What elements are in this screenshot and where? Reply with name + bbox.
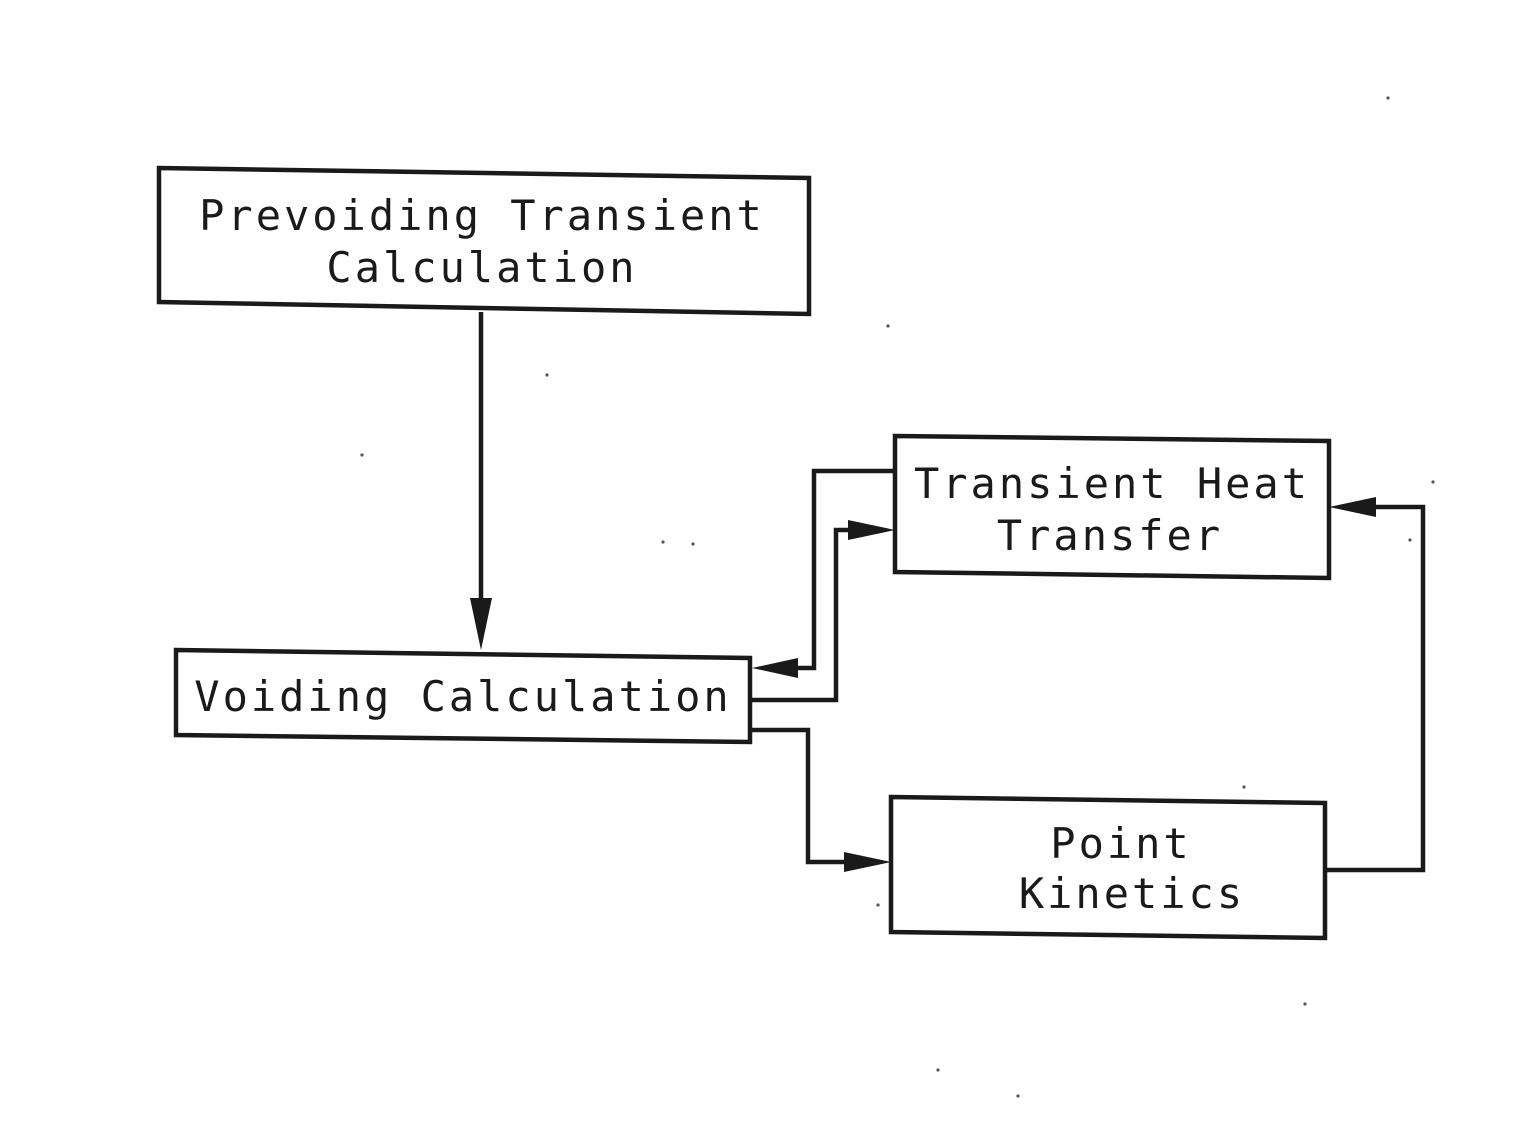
node-box: [892, 433, 1332, 581]
arrowhead-right: [848, 520, 895, 540]
scan-speck: [661, 540, 665, 544]
scan-speck: [876, 903, 880, 907]
edge-voiding-to-point-kinetics: [750, 727, 852, 865]
node-box: [888, 794, 1328, 941]
edge-point-kinetics-to-heat-transfer: [1325, 504, 1426, 873]
scan-speck: [1016, 1094, 1020, 1098]
scan-speck: [1242, 785, 1246, 789]
node-prevoiding-transient-calculation: Prevoiding Transient Calculation: [156, 165, 812, 317]
scan-speck: [360, 453, 364, 457]
scan-speck: [1386, 96, 1390, 100]
arrowhead-left: [1329, 497, 1376, 517]
node-point-kinetics: Point Kinetics: [888, 794, 1328, 941]
scan-speck: [545, 373, 549, 377]
node-label-line-2: Calculation: [326, 243, 637, 292]
node-voiding-calculation: Voiding Calculation: [173, 647, 753, 745]
arrowhead-right: [844, 852, 891, 872]
scan-speck: [936, 1068, 940, 1072]
edge-heat-transfer-to-voiding: [790, 468, 895, 671]
node-label-line-2: Transfer: [997, 511, 1223, 560]
node-label-line-1: Prevoiding Transient: [199, 191, 765, 240]
node-box: [156, 165, 812, 317]
arrowhead-left: [752, 658, 798, 678]
node-label-line-1: Transient Heat: [914, 459, 1310, 508]
node-label-line-1: Point: [1050, 819, 1191, 868]
scan-speck: [1431, 480, 1435, 484]
scan-speck: [691, 542, 695, 546]
node-box: [173, 647, 753, 745]
connectors: [470, 312, 1426, 873]
node-label-line-2: Kinetics: [1019, 869, 1245, 918]
node-label-line-1: Voiding Calculation: [194, 672, 731, 721]
scan-speck: [1408, 538, 1412, 542]
arrowhead-down: [470, 598, 492, 650]
scan-speck: [1303, 1002, 1307, 1006]
edge-voiding-to-heat-transfer: [750, 527, 858, 703]
scan-speck: [886, 324, 890, 328]
node-transient-heat-transfer: Transient Heat Transfer: [892, 433, 1332, 581]
